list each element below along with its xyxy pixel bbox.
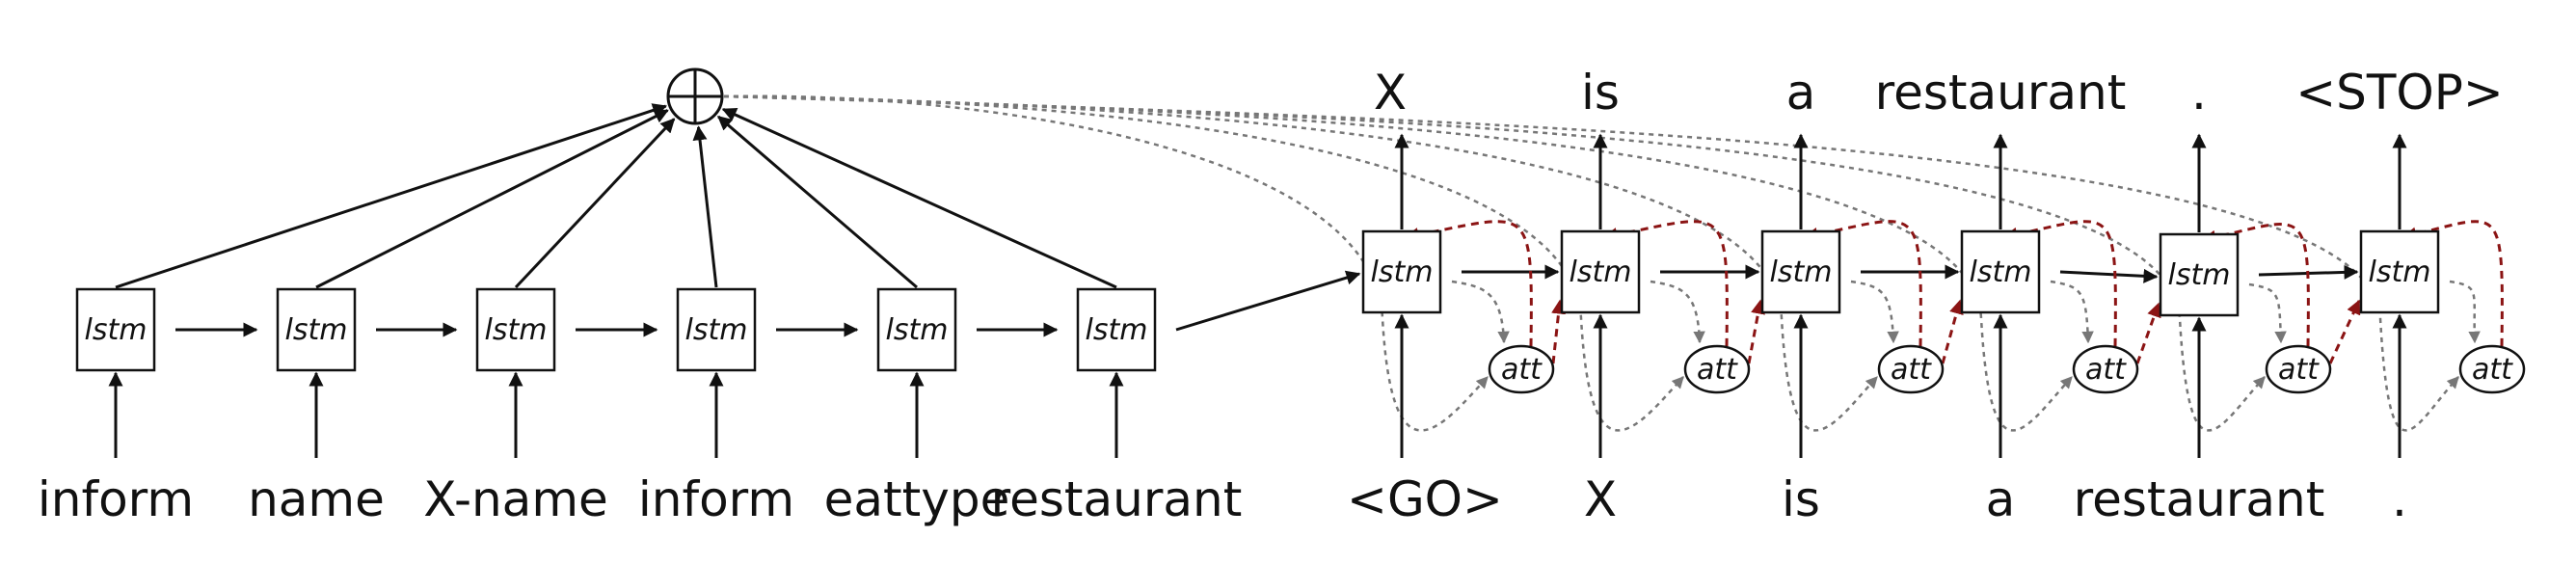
encoder-lstm-cell: lstm — [475, 287, 556, 372]
nodes: lstm lstm lstm lstm lstm lstm lstm att lstm att ls… — [75, 67, 2526, 394]
attention-to-next-state-arrow — [2135, 302, 2161, 364]
attention-to-next-state-arrow — [1551, 299, 1567, 364]
decoder-cell-label: lstm — [2369, 255, 2431, 289]
decoder-output-token: X — [1374, 65, 1407, 121]
attention-to-next-state-arrow — [1747, 299, 1765, 364]
decoder-input-token: is — [1782, 471, 1820, 527]
decoder-cell-label: lstm — [1570, 255, 1632, 289]
encoder-lstm-cell: lstm — [876, 287, 957, 372]
encoder-cell-label: lstm — [886, 313, 949, 347]
state-to-attention-arrow — [2248, 282, 2287, 344]
attention-node: att — [2458, 344, 2526, 394]
decoder-input-token: . — [2392, 471, 2407, 527]
decoder-lstm-cell: lstm — [1760, 229, 1841, 314]
decoder-output-token: is — [1581, 65, 1620, 121]
decoder-cell-label: lstm — [1970, 255, 2032, 289]
state-to-attention-arrow — [1850, 280, 1899, 344]
attention-node: att — [2265, 344, 2332, 394]
encoder-cell-label: lstm — [1086, 313, 1148, 347]
encoder-cell-label: lstm — [485, 313, 548, 347]
encoder-lstm-cell: lstm — [676, 287, 757, 372]
state-to-attention-arrow — [2449, 280, 2481, 344]
decoder-lstm-cell: lstm — [1960, 229, 2041, 314]
decoder-output-token: . — [2191, 65, 2207, 121]
attention-label: att — [1501, 353, 1543, 387]
attention-label: att — [2278, 353, 2320, 387]
decoder-output-token: <STOP> — [2295, 65, 2504, 121]
attention-to-state-arrow — [1404, 220, 1533, 347]
encoder-cell-label: lstm — [285, 313, 348, 347]
decoder-lstm-cell: lstm — [2159, 232, 2240, 317]
encoder-lstm-cell: lstm — [276, 287, 357, 372]
attention-label: att — [1697, 353, 1738, 387]
attention-label: att — [2085, 353, 2127, 387]
encoder-input-token: inform — [38, 471, 194, 527]
decoder-input-token: a — [1986, 471, 2016, 527]
encoder-to-sum-arrow — [315, 109, 669, 289]
decoder-output-token: restaurant — [1875, 65, 2127, 121]
context-arrows — [723, 94, 2459, 432]
decoder-input-token: <GO> — [1347, 471, 1503, 527]
encoder-lstm-cell: lstm — [75, 287, 156, 372]
state-to-attention-arrow — [2050, 280, 2094, 344]
attention-to-state-arrow — [2402, 220, 2504, 347]
encoder-to-sum-arrow — [721, 107, 1117, 289]
decoder-lstm-cell: lstm — [1560, 229, 1641, 314]
encoder-to-sum-arrow — [514, 118, 676, 289]
context-to-attention-arrow — [723, 94, 2459, 432]
encoder-input-token: inform — [638, 471, 794, 527]
attention-to-next-state-arrow — [1941, 299, 1964, 364]
decoder-lstm-cell: lstm — [1361, 229, 1442, 314]
attention-to-next-state-arrow — [2328, 299, 2361, 364]
state-to-attention-arrow — [1451, 280, 1510, 344]
encoder-input-token: restaurant — [991, 471, 1243, 527]
decoder-cell-label: lstm — [2168, 258, 2231, 292]
state-to-attention-arrow — [1650, 280, 1705, 344]
encoder-cell-label: lstm — [85, 313, 148, 347]
attention-to-state-arrow — [1602, 220, 1729, 347]
context-to-attention-arrow — [723, 94, 1489, 432]
encoder-input-token: name — [248, 471, 385, 527]
attention-to-state-arrow — [1803, 220, 1922, 347]
encoder-to-decoder-arrow — [1175, 270, 1361, 332]
encoder-to-sum-arrow — [692, 125, 718, 288]
attention-label: att — [1891, 353, 1932, 387]
encoder-to-sum-arrow — [115, 103, 668, 289]
decoder-recurrent-arrow — [2059, 268, 2159, 283]
context-to-attention-arrow — [723, 94, 1684, 432]
attention-node: att — [1683, 344, 1751, 394]
encoder-to-sum-arrow — [717, 115, 918, 289]
attention-to-state-arrow — [2201, 223, 2310, 347]
decoder-input-token: restaurant — [2074, 471, 2325, 527]
decoder-lstm-cell: lstm — [2359, 229, 2440, 314]
decoder-cell-label: lstm — [1371, 255, 1434, 289]
encoder-input-token: X-name — [423, 471, 608, 527]
encoder-input-token: eattype — [824, 471, 1010, 527]
context-to-attention-arrow — [723, 94, 2266, 432]
attention-to-state-arrow — [2002, 220, 2117, 347]
encoder-lstm-cell: lstm — [1076, 287, 1157, 372]
decoder-input-token: X — [1584, 471, 1617, 527]
decoder-cell-label: lstm — [1770, 255, 1833, 289]
attention-label: att — [2472, 353, 2513, 387]
attention-node: att — [1488, 344, 1555, 394]
sum-node — [666, 67, 724, 125]
encoder-cell-label: lstm — [685, 313, 748, 347]
connections — [108, 103, 2504, 458]
decoder-output-token: a — [1786, 65, 1816, 121]
attention-node: att — [1877, 344, 1945, 394]
attention-node: att — [2072, 344, 2139, 394]
